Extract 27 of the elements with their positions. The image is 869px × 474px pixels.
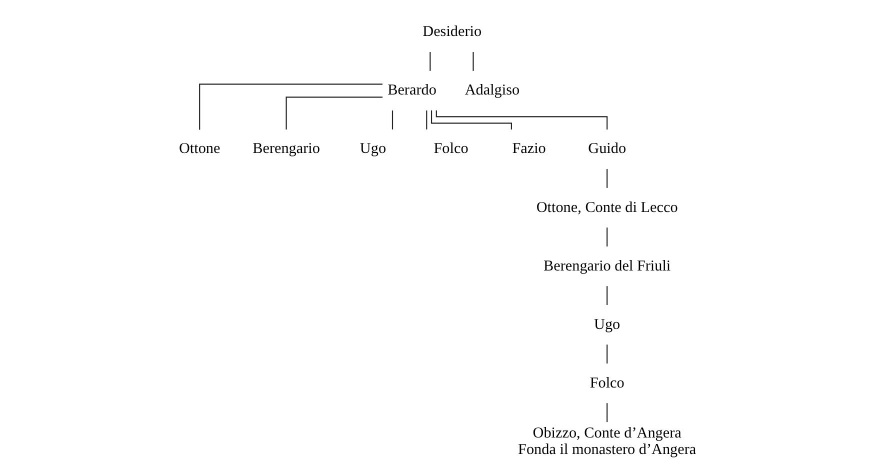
node-text: Berengario [252,140,320,158]
node-text: Ugo [360,140,386,158]
connector [606,286,608,305]
node-text: Adalgiso [464,82,520,99]
connector [606,403,608,422]
node-text: Obizzo, Conte d’Angera [532,424,682,442]
node-text: Fazio [512,140,546,158]
connector [286,96,383,130]
connector [426,110,428,130]
node-text: Berardo [388,82,436,99]
connector [392,110,394,130]
node-text: Ugo [594,316,620,333]
connector [606,344,608,364]
connector [472,52,474,71]
connector [199,84,382,130]
node-text: Desiderio [422,23,482,40]
node-text: Folco [590,374,624,392]
connector [606,228,608,246]
connector [430,52,431,71]
node-text: Berengario del Friuli [544,257,671,274]
connector [430,110,512,130]
node-text: Folco [434,140,468,158]
node-text: Ottone [178,140,220,158]
node-label: Fonda il monastero d’Angera [518,440,696,458]
connector [606,169,608,188]
node-text: Guido [588,140,626,158]
node-text: Ottone, Conte di Lecco [536,198,678,216]
